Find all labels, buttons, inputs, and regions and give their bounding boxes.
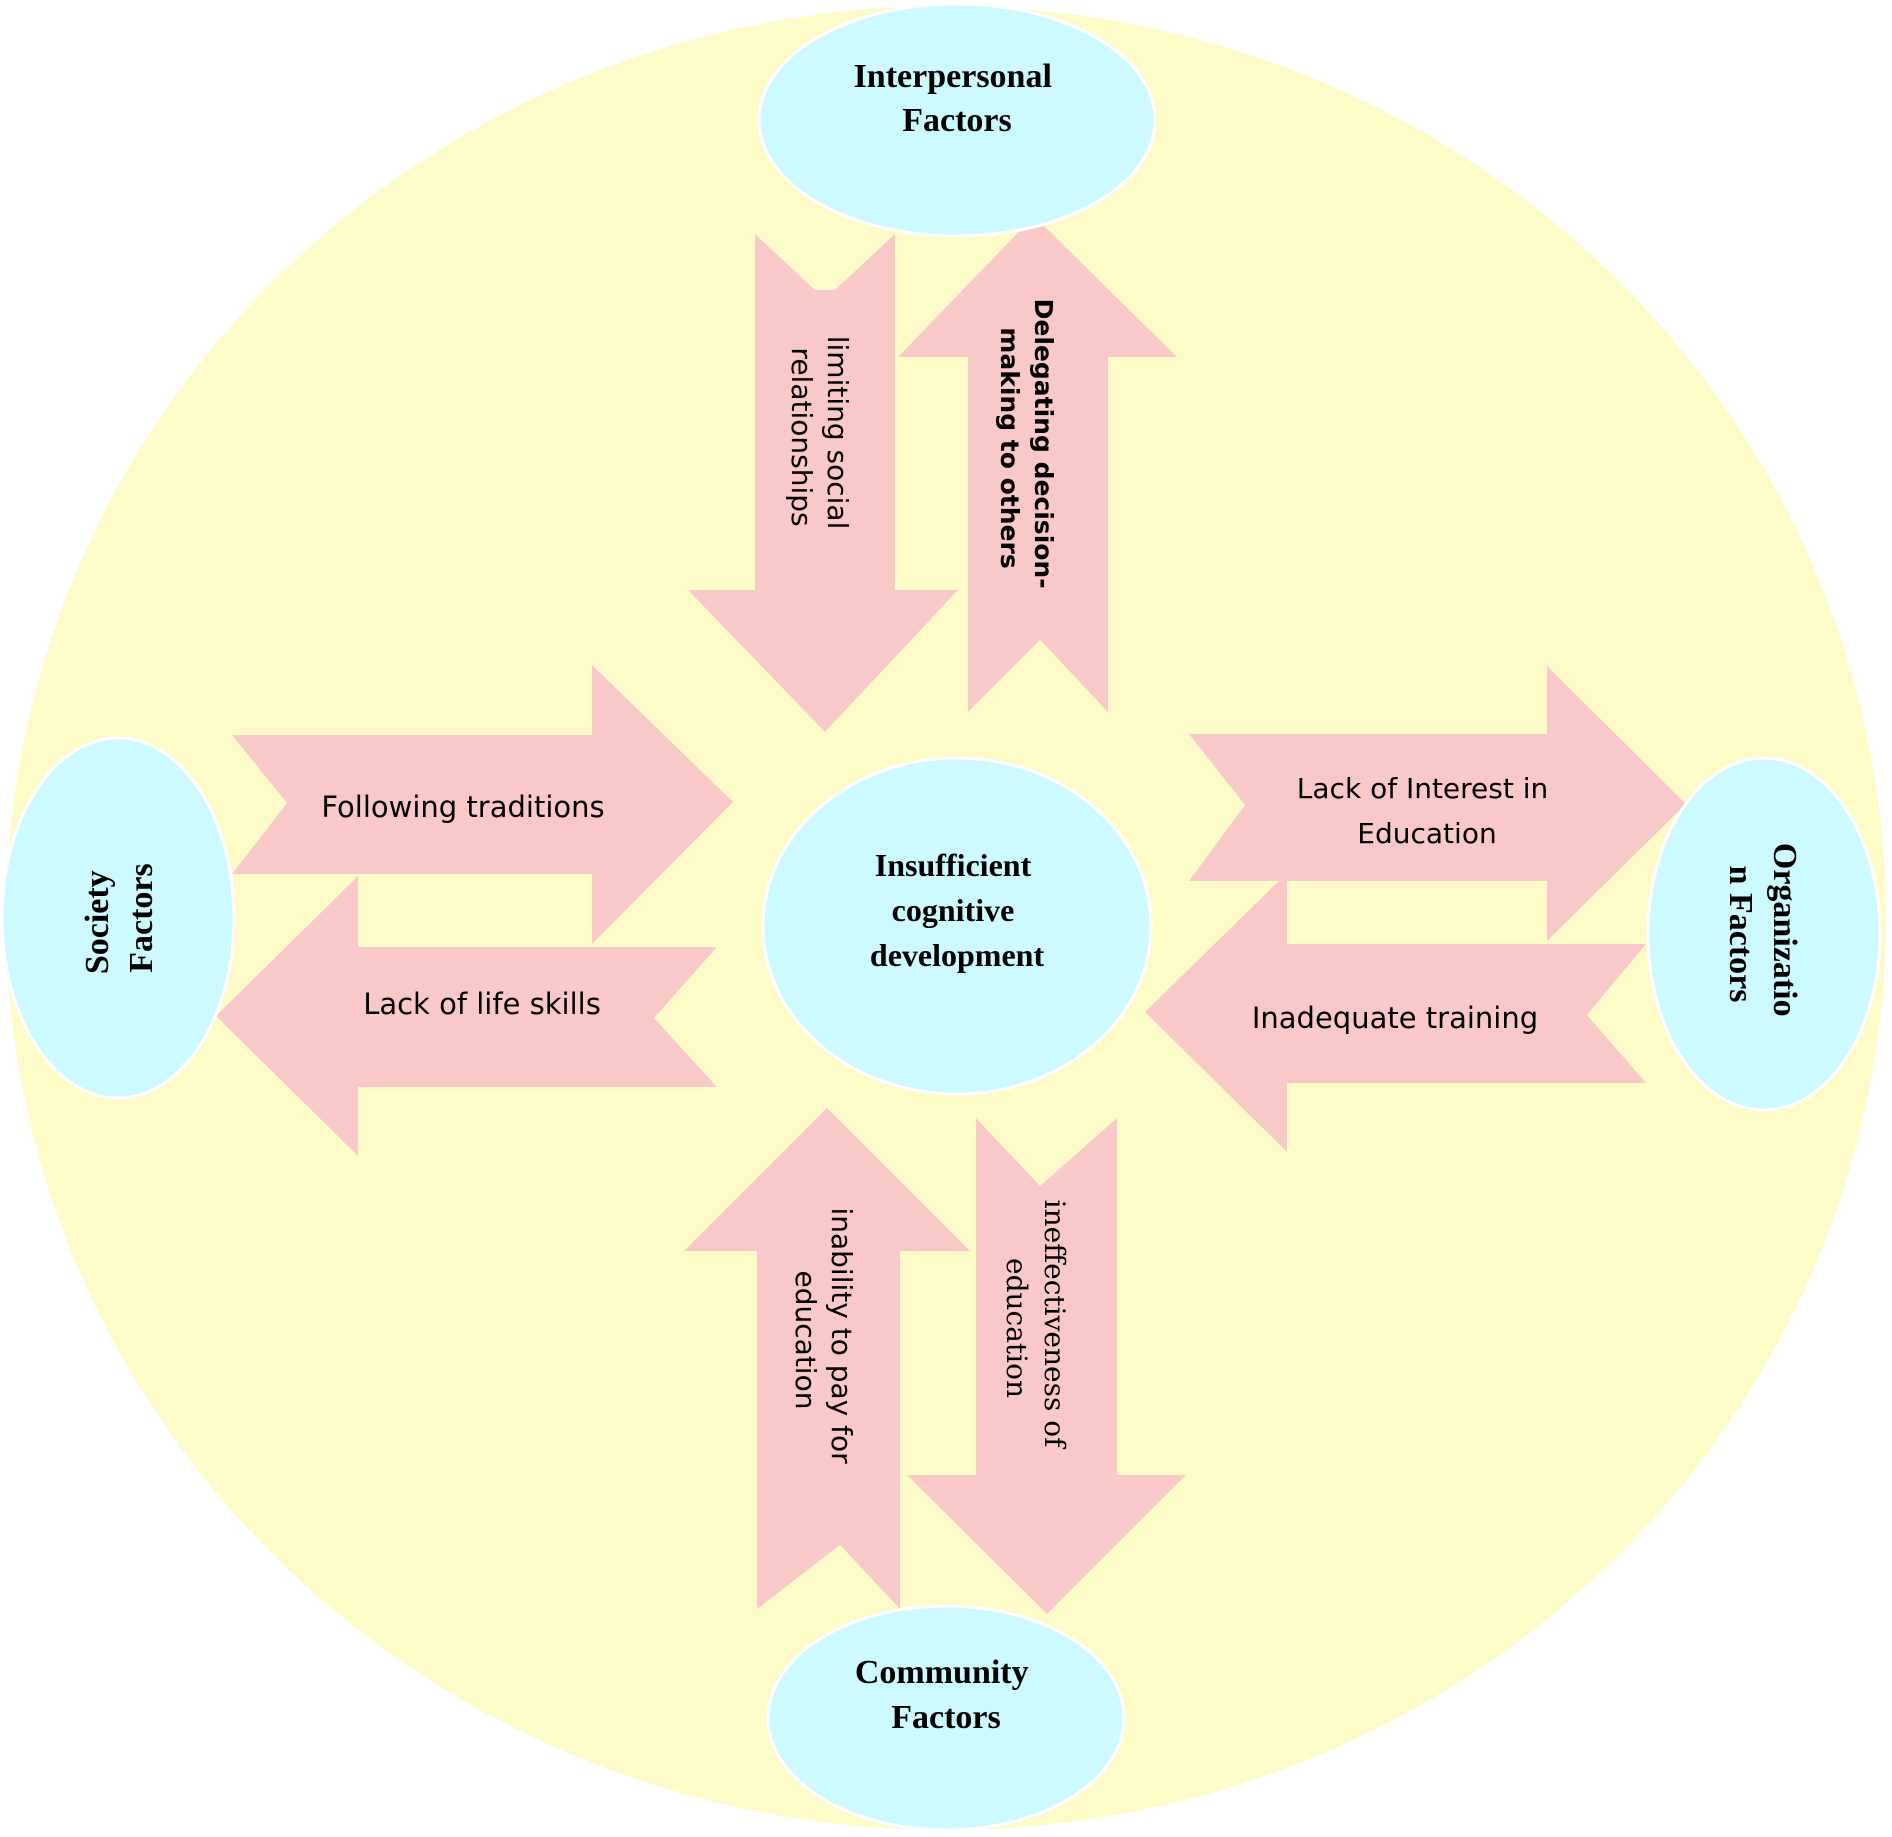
arrow-ineffectiveness-of-education — [907, 1118, 1186, 1614]
organization-factors-label: Organizatio n Factors — [1722, 843, 1803, 1025]
lack-of-life-skills-label: Lack of life skills — [363, 987, 601, 1021]
arrow-lack-of-life-skills — [216, 876, 717, 1156]
arrow-limiting-social-relationships — [688, 234, 958, 732]
arrow-inadequate-training — [1145, 873, 1646, 1152]
lack-of-interest-in-education-label: Lack of Interest in Education — [1297, 772, 1557, 850]
society-factors-label: Society Factors — [79, 862, 160, 974]
arrow-lack-of-interest-in-education — [1189, 666, 1686, 941]
delegating-decision-making-label: Delegating decision- making to others — [995, 299, 1058, 598]
ineffectiveness-of-education-label: ineffectiveness of education — [1000, 1200, 1071, 1457]
arrow-inability-to-pay-for-education — [684, 1108, 970, 1609]
organization-factors-node — [1646, 756, 1882, 1112]
following-traditions-label: Following traditions — [321, 790, 604, 824]
arrow-following-traditions — [232, 665, 733, 944]
interpersonal-factors-label: Interpersonal Factors — [854, 58, 1061, 139]
interpersonal-factors-node — [757, 2, 1157, 238]
community-factors-label: Community Factors — [855, 1654, 1037, 1736]
community-factors-node — [766, 1604, 1126, 1832]
inadequate-training-label: Inadequate training — [1252, 1001, 1538, 1035]
inability-to-pay-for-education-label: inability to pay for education — [789, 1207, 858, 1472]
center-label: Insufficient cognitive development — [870, 847, 1045, 973]
society-factors-node — [0, 736, 236, 1100]
limiting-social-relationships-label: limiting social relationships — [785, 336, 854, 539]
arrow-delegating-decision-making — [898, 216, 1177, 712]
center-node — [761, 756, 1153, 1096]
